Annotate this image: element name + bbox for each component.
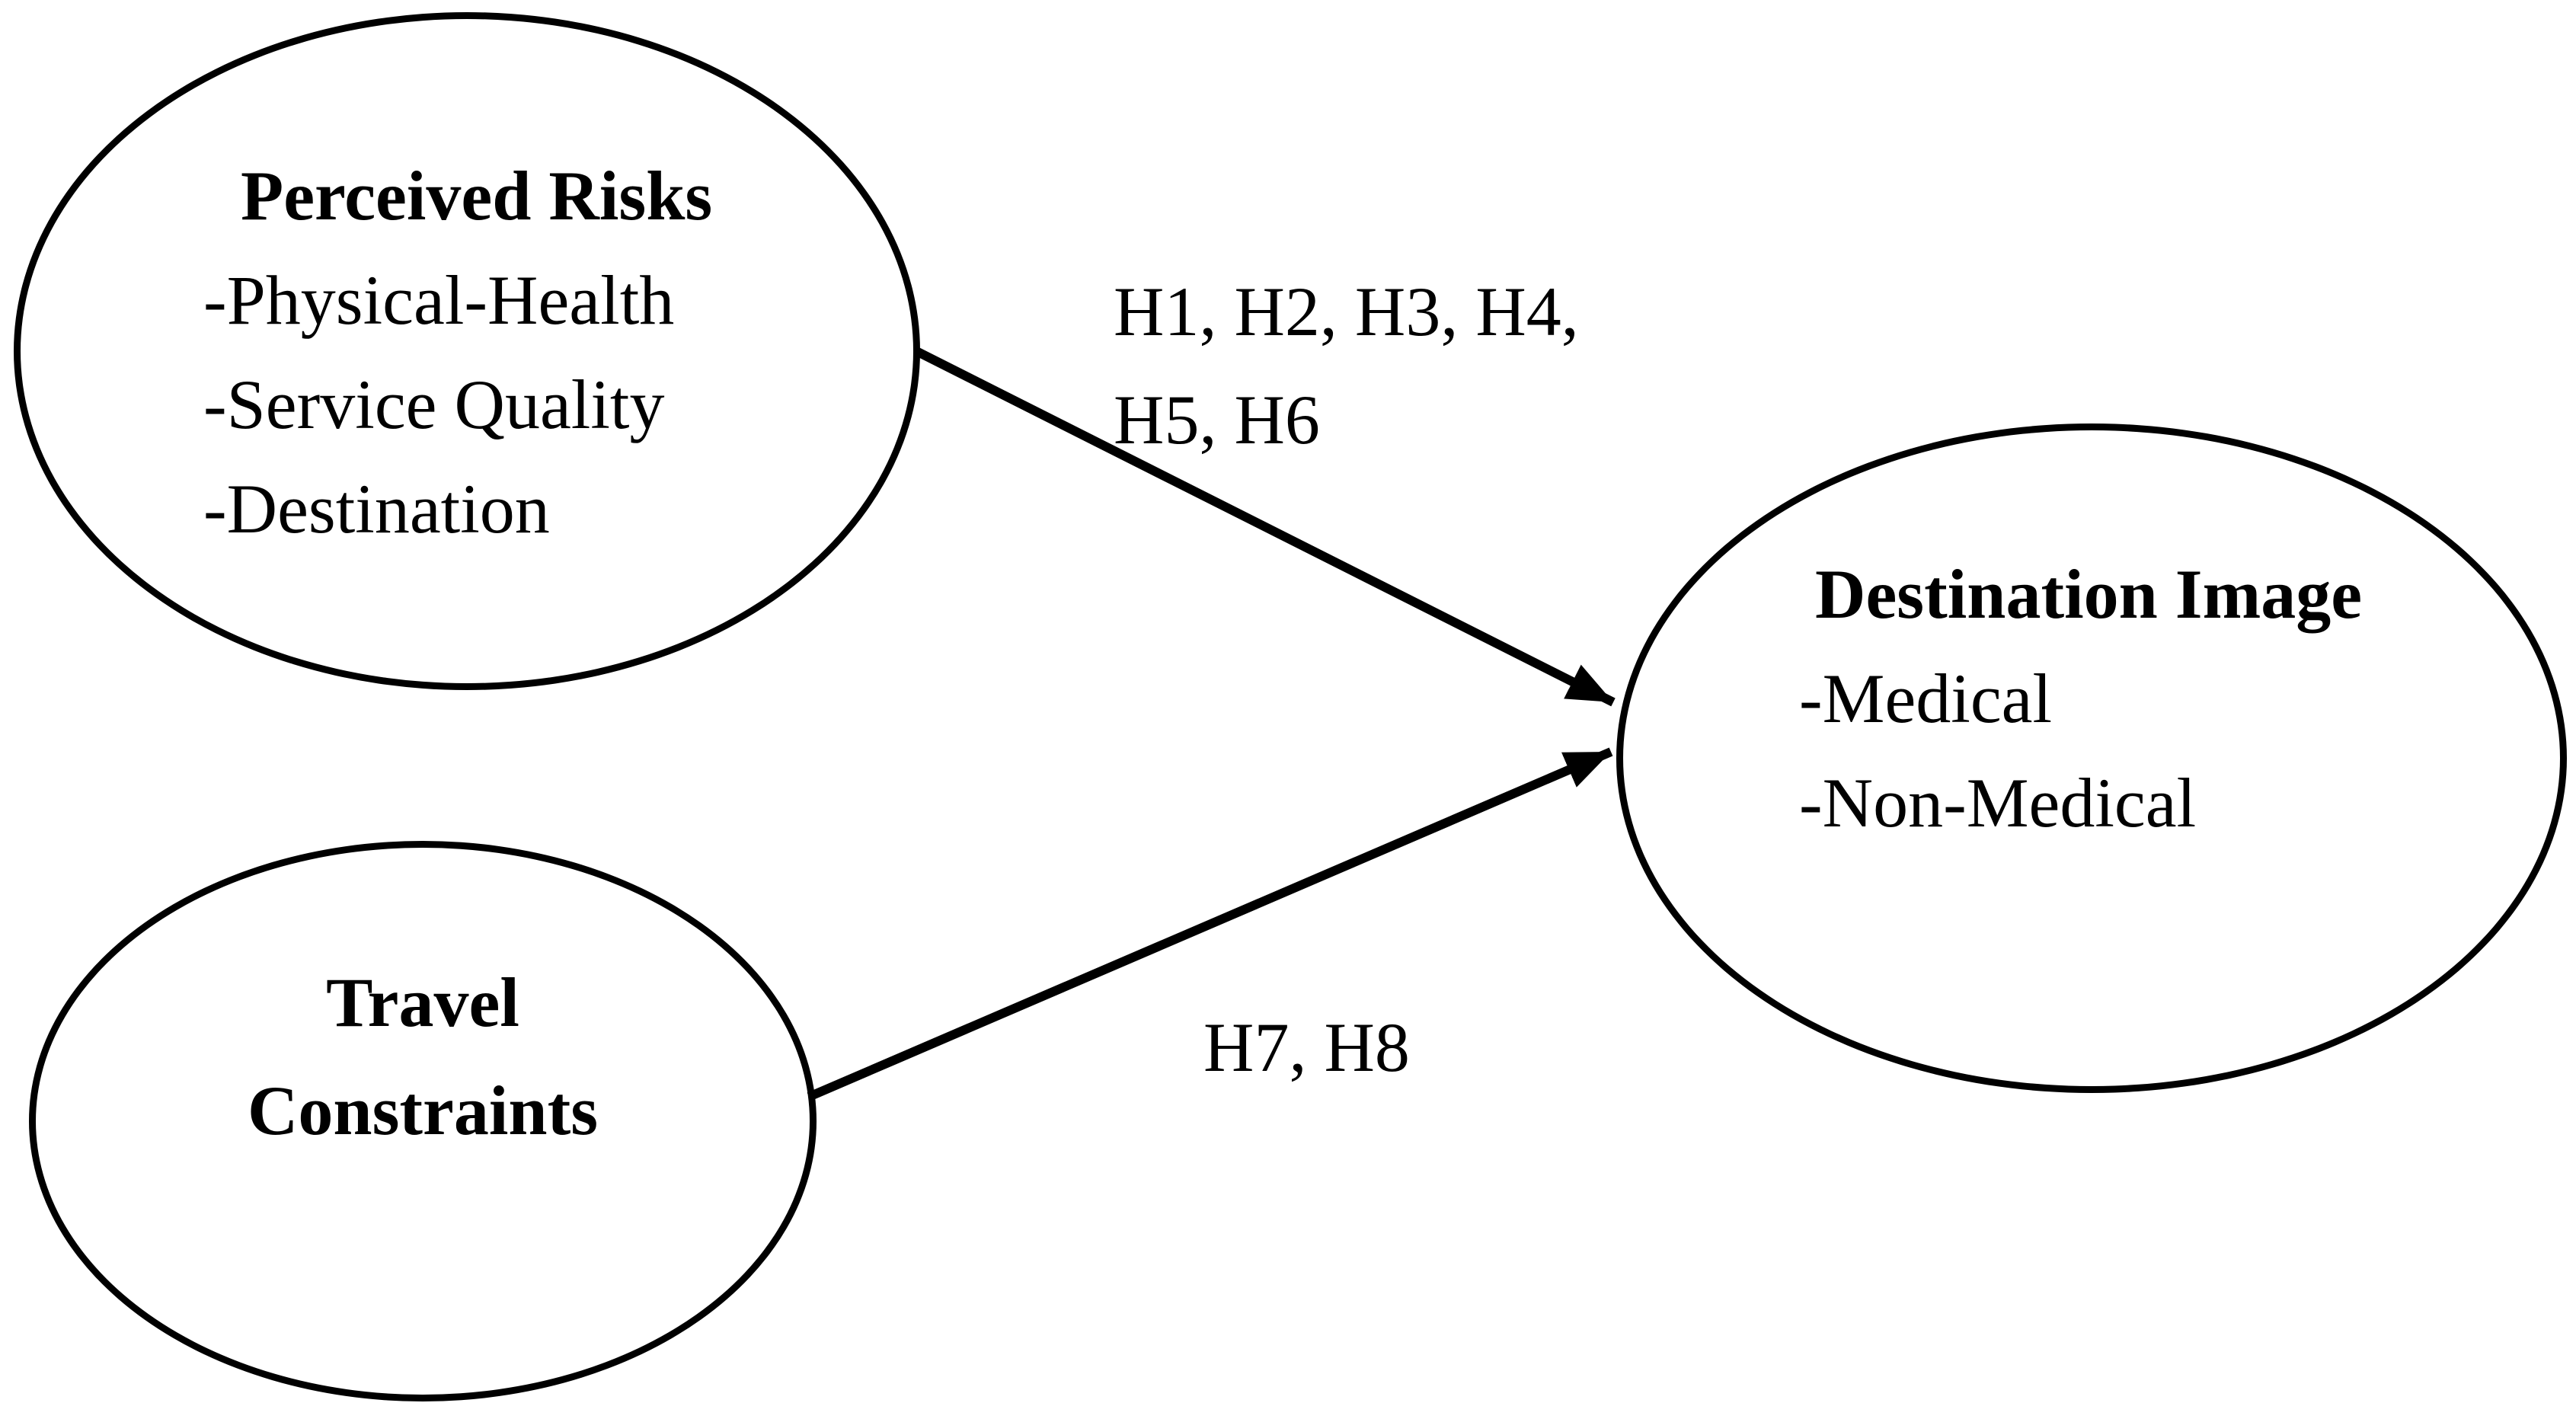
node-title-constraints: Constraints [247, 1072, 599, 1149]
node-item-destination: -Destination [203, 470, 550, 548]
node-destination-image-text: Destination Image -Medical -Non-Medical [1799, 542, 2362, 855]
node-destination-image: Destination Image -Medical -Non-Medical [1616, 423, 2567, 1093]
arrow-travel-constraints-to-destination-image [807, 747, 1613, 1101]
arrow-perceived-risks-to-destination-image [916, 347, 1616, 707]
hypothesis-label-h1-h6-line2: H5, H6 [1114, 381, 1320, 459]
node-item-service-quality: -Service Quality [203, 366, 665, 443]
node-title-perceived-risks: Perceived Risks [241, 157, 713, 235]
node-travel-constraints: Travel Constraints [29, 841, 817, 1401]
node-title-destination-image: Destination Image [1815, 555, 2363, 633]
hypothesis-label-h7-h8: H7, H8 [1203, 993, 1410, 1101]
hypothesis-label-h1-h6-line1: H1, H2, H3, H4, [1114, 273, 1579, 350]
node-item-medical: -Medical [1799, 660, 2053, 737]
node-item-non-medical: -Non-Medical [1799, 764, 2197, 842]
node-travel-constraints-text: Travel Constraints [36, 948, 810, 1165]
node-perceived-risks: Perceived Risks -Physical-Health -Servic… [14, 12, 920, 690]
node-title-travel: Travel [326, 964, 519, 1041]
hypothesis-label-h1-h6: H1, H2, H3, H4, H5, H6 [1114, 257, 1579, 474]
node-perceived-risks-text: Perceived Risks -Physical-Health -Servic… [203, 144, 712, 561]
node-item-physical-health: -Physical-Health [203, 261, 675, 339]
hypothesis-label-h7-h8-line1: H7, H8 [1203, 1008, 1410, 1086]
